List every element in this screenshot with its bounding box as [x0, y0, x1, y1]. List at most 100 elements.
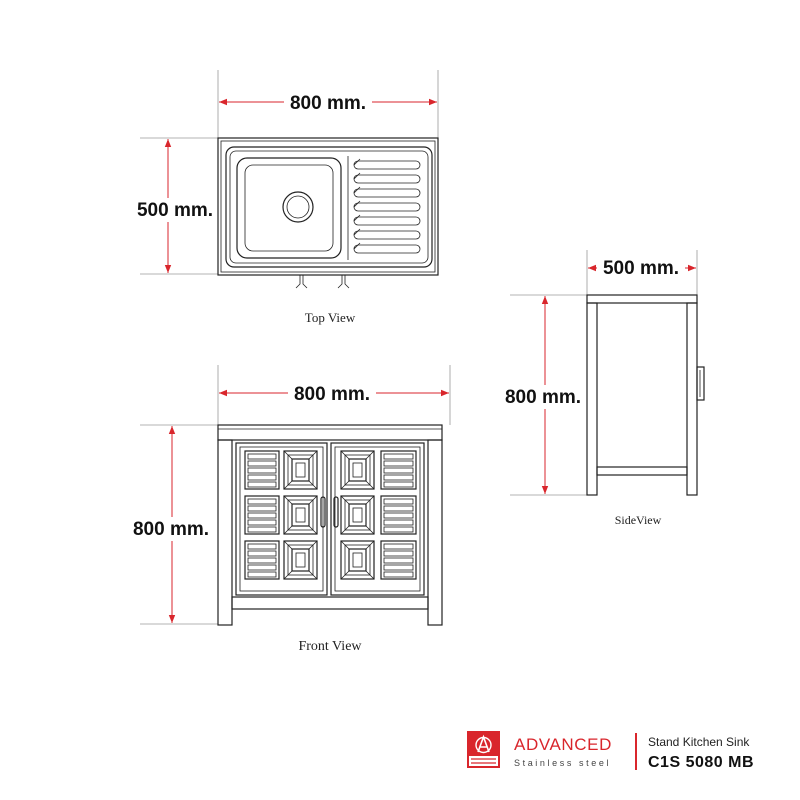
top-height-label-bg — [131, 198, 219, 222]
medallion-bevel — [340, 540, 350, 550]
medallion-bevel — [365, 450, 375, 460]
medallion-ring — [287, 499, 314, 531]
medallion-bevel — [308, 570, 318, 580]
door-left-handle — [320, 496, 326, 528]
medallion-ring — [344, 544, 371, 576]
drainboard-rib-taper — [353, 228, 361, 236]
medallion-ring — [287, 454, 314, 486]
louver-slat — [247, 571, 277, 578]
cabinet-top-rail — [217, 424, 443, 441]
medallion-outer — [340, 450, 375, 490]
cabinet-door-left-inner — [239, 446, 324, 592]
drainboard-rib — [353, 244, 421, 254]
medallion-bevel — [308, 495, 318, 505]
front-height-dimension: 800 mm. — [133, 519, 209, 540]
drainboard-rib-taper — [353, 242, 361, 250]
medallion-bevel — [308, 525, 318, 535]
louver-slat — [247, 467, 277, 474]
front-width-label-bg — [288, 381, 376, 405]
brand-logo-band — [469, 756, 498, 766]
door-medallion-panel — [340, 450, 375, 490]
side-height-label-bg — [499, 385, 587, 409]
door-louver-panel — [244, 450, 280, 490]
medallion-inner — [348, 458, 367, 482]
medallion-bevel — [308, 450, 318, 460]
sink-basin-inner — [244, 164, 334, 252]
medallion-bevel — [308, 540, 318, 550]
product-type: Stand Kitchen Sink — [648, 735, 750, 749]
louver-slat — [383, 564, 414, 571]
door-panels — [244, 450, 417, 580]
medallion-bevel — [365, 525, 375, 535]
medallion-bevel — [308, 480, 318, 490]
medallion-ring — [344, 499, 371, 531]
top-width-label-bg — [284, 90, 372, 114]
sink-pipe-left — [295, 275, 308, 289]
medallion-bevel — [283, 480, 293, 490]
drainboard-rib-taper — [353, 200, 361, 208]
medallion-bevel — [283, 525, 293, 535]
door-medallion-panel — [283, 495, 318, 535]
sink-outer-rim — [217, 137, 439, 276]
medallion-center — [352, 552, 363, 568]
sink-deck — [225, 146, 433, 268]
drainboard-rib — [353, 188, 421, 198]
louver-slat — [383, 519, 414, 526]
louver-slat — [247, 460, 277, 467]
louver-slat — [383, 474, 414, 481]
cabinet-right-post — [427, 439, 443, 626]
medallion-bevel — [340, 495, 350, 505]
side-width-label-bg — [597, 256, 685, 280]
medallion-outer — [283, 450, 318, 490]
cabinet-door-right-inner — [334, 446, 421, 592]
side-view-label: SideView — [615, 513, 662, 527]
brand-logo — [467, 731, 500, 768]
door-louver-panel — [380, 450, 417, 490]
louver-slat — [383, 557, 414, 564]
front-view: 800 mm. 800 mm. Front View — [126, 365, 451, 654]
side-front-post — [586, 302, 598, 496]
medallion-bevel — [340, 525, 350, 535]
side-bottom-rail — [596, 466, 688, 476]
drainboard-rib-taper — [353, 158, 361, 166]
front-height-label-bg — [126, 517, 216, 541]
louver-slat — [383, 467, 414, 474]
door-medallion-panel — [283, 540, 318, 580]
medallion-bevel — [283, 495, 293, 505]
louver-frame — [244, 450, 280, 490]
side-width-dimension: 500 mm. — [603, 258, 679, 279]
medallion-bevel — [340, 480, 350, 490]
door-right-handle — [333, 496, 339, 528]
louver-slat — [383, 526, 414, 533]
drainboard-rib — [353, 216, 421, 226]
medallion-center — [352, 462, 363, 478]
louver-slat — [383, 453, 414, 460]
louver-frame — [380, 540, 417, 580]
medallion-bevel — [283, 570, 293, 580]
cabinet-bottom-rail — [231, 596, 429, 610]
louver-slat — [383, 543, 414, 550]
drainboard-rib — [353, 160, 421, 170]
louver-frame — [244, 495, 280, 535]
medallion-bevel — [365, 540, 375, 550]
medallion-inner — [348, 503, 367, 527]
medallion-ring — [287, 544, 314, 576]
louver-slat — [247, 557, 277, 564]
medallion-inner — [291, 458, 310, 482]
medallion-outer — [283, 495, 318, 535]
louver-slat — [247, 498, 277, 505]
louver-slat — [383, 460, 414, 467]
sink-drain — [282, 191, 314, 223]
door-medallion-panel — [340, 495, 375, 535]
medallion-bevel — [283, 450, 293, 460]
side-height-dimension: 800 mm. — [505, 387, 581, 408]
medallion-bevel — [340, 570, 350, 580]
brand-block: ADVANCED Stainless steel Stand Kitchen S… — [467, 731, 754, 771]
brand-tagline: Stainless steel — [514, 758, 611, 768]
louver-slat — [247, 481, 277, 488]
medallion-bevel — [365, 495, 375, 505]
medallion-inner — [291, 503, 310, 527]
top-width-dimension: 800 mm. — [290, 93, 366, 114]
side-view: 500 mm. 800 mm. SideView — [499, 250, 705, 527]
